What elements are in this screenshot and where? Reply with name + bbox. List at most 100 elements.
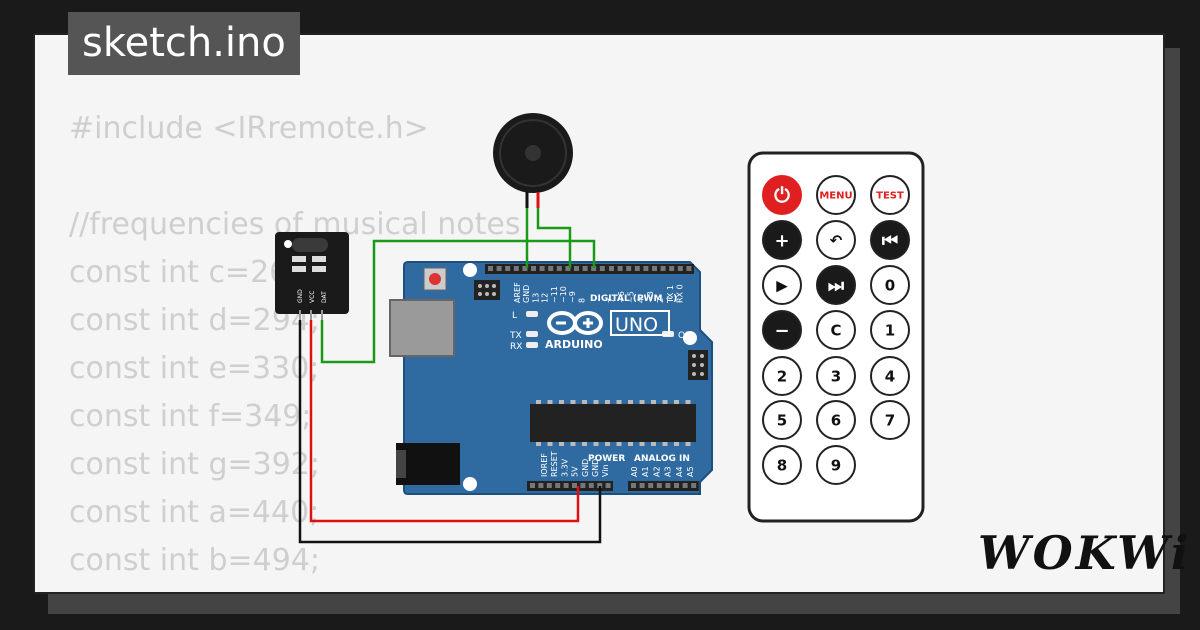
remote-button-0[interactable]: 0 xyxy=(870,265,910,305)
remote-button-label: ⏮ xyxy=(882,230,898,251)
remote-button-plus[interactable]: + xyxy=(762,220,802,260)
file-tab[interactable]: sketch.ino xyxy=(68,12,300,75)
header-pin xyxy=(574,266,579,271)
ir-pin-dat: DAT xyxy=(321,291,328,303)
wire-ir-data xyxy=(320,239,596,364)
led-rx-label: RX xyxy=(510,342,522,352)
led-rx xyxy=(526,342,538,348)
header-pin xyxy=(539,266,545,271)
code-line: const int b=494; xyxy=(69,543,320,578)
remote-button-menu[interactable]: MENU xyxy=(816,175,856,215)
uno-box xyxy=(610,310,670,336)
remote-button-label: + xyxy=(774,230,789,251)
remote-button-8[interactable]: 8 xyxy=(762,445,802,485)
remote-button-power[interactable]: ⏻ xyxy=(762,175,802,215)
header-pin xyxy=(580,483,586,488)
pin-label: AREF xyxy=(513,282,522,303)
header-pin xyxy=(563,483,569,488)
pin-label: 8 xyxy=(577,298,586,303)
mounting-hole xyxy=(683,331,697,345)
mounting-hole xyxy=(463,477,477,491)
ir-pin-gnd: GND xyxy=(297,289,304,303)
code-line: const int C=523; xyxy=(69,585,521,592)
remote-button-9[interactable]: 9 xyxy=(816,445,856,485)
pin-label: GND xyxy=(591,459,600,477)
icsp-header-2 xyxy=(688,350,708,380)
remote-button-7[interactable]: 7 xyxy=(870,400,910,440)
remote-button-minus[interactable]: − xyxy=(762,310,802,350)
remote-button-label: ⏭ xyxy=(828,275,845,296)
remote-button-6[interactable]: 6 xyxy=(816,400,856,440)
header-pin xyxy=(548,266,554,271)
remote-button-label: 0 xyxy=(885,276,895,294)
header-pin xyxy=(496,266,502,271)
remote-button-label: − xyxy=(774,320,789,341)
remote-button-label: ▶ xyxy=(776,276,788,294)
remote-button-play[interactable]: ▶ xyxy=(762,265,802,305)
remote-button-label: 2 xyxy=(777,367,787,385)
remote-button-label: ⏻ xyxy=(774,183,790,207)
header-pin xyxy=(652,266,657,271)
pin-label: 13 xyxy=(531,293,540,303)
remote-button-label: MENU xyxy=(819,191,852,202)
header-pin xyxy=(531,266,536,271)
remote-button-2[interactable]: 2 xyxy=(762,356,802,396)
code-line: const int g=392; xyxy=(69,447,320,482)
header-pin xyxy=(488,266,493,271)
pin-label: A2 xyxy=(652,466,661,477)
header-pin xyxy=(691,483,697,488)
led-tx-label: TX xyxy=(509,331,522,341)
wire-ir-gnd xyxy=(298,320,602,544)
usb-port xyxy=(389,299,455,357)
remote-button-1[interactable]: 1 xyxy=(870,310,910,350)
remote-button-prev[interactable]: ⏮ xyxy=(870,220,910,260)
header-pin xyxy=(631,483,636,488)
reset-button[interactable] xyxy=(429,273,441,285)
remote-button-label: 7 xyxy=(885,411,895,429)
remote-button-4[interactable]: 4 xyxy=(870,356,910,396)
header-pin xyxy=(599,266,605,271)
piezo-buzzer[interactable] xyxy=(493,113,573,208)
header-pin xyxy=(591,266,597,271)
pin-label: ~11 xyxy=(550,286,559,303)
pin-label: ~6 xyxy=(617,291,626,303)
pin-label: RX 0 xyxy=(676,284,685,303)
header-pin xyxy=(674,483,679,488)
remote-button-c[interactable]: C xyxy=(816,310,856,350)
arduino-infinity-logo xyxy=(547,311,603,335)
led-tx xyxy=(526,331,538,337)
header-pin xyxy=(639,483,645,488)
pin-label: 5V xyxy=(571,466,580,477)
arduino-brand: ARDUINO xyxy=(545,338,603,351)
header-pin xyxy=(617,266,623,271)
header-pin xyxy=(648,483,654,488)
pin-label: 3.3V xyxy=(560,458,569,477)
pin-label: 12 xyxy=(541,293,550,303)
remote-button-test[interactable]: TEST xyxy=(870,175,910,215)
led-on-label: ON xyxy=(678,331,692,341)
analog-header xyxy=(628,481,699,491)
remote-button-next[interactable]: ⏭ xyxy=(816,265,856,305)
pin-label: 2 xyxy=(656,298,665,303)
remote-button-label: ↶ xyxy=(830,231,843,249)
code-line: const int d=294; xyxy=(69,303,320,338)
pin-label: ~10 xyxy=(559,286,568,303)
header-pin xyxy=(677,266,683,271)
chip-pins xyxy=(536,400,691,446)
power-jack xyxy=(396,443,460,485)
remote-button-label: 3 xyxy=(831,367,841,385)
remote-button-5[interactable]: 5 xyxy=(762,400,802,440)
ir-sensor-dome xyxy=(292,238,328,252)
pin-label: A4 xyxy=(675,466,684,477)
ir-receiver-module[interactable]: GND VCC DAT xyxy=(275,232,349,350)
header-pin xyxy=(530,483,535,488)
code-preview: #include <IRremote.h>//frequencies of mu… xyxy=(69,105,521,592)
header-pin xyxy=(555,483,561,488)
remote-button-back[interactable]: ↶ xyxy=(816,220,856,260)
remote-button-3[interactable]: 3 xyxy=(816,356,856,396)
header-pin xyxy=(605,483,611,488)
header-pin xyxy=(634,266,640,271)
pin-label: ~3 xyxy=(646,291,655,303)
